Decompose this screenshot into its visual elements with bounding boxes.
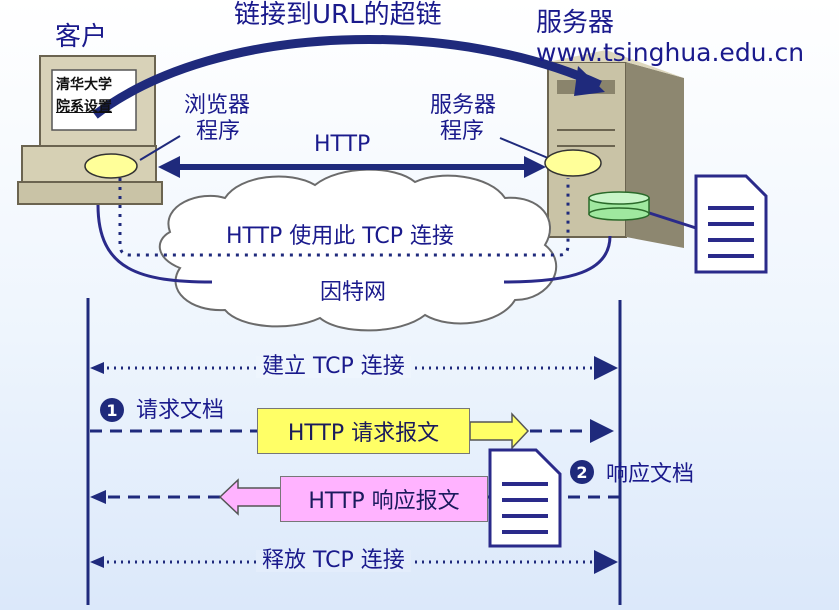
database-icon xyxy=(588,191,650,221)
browser-program-node xyxy=(84,153,138,179)
server-label: 服务器 xyxy=(536,8,615,38)
server-url: www.tsinghua.edu.cn xyxy=(536,38,805,67)
browser-label-line2: 程序 xyxy=(196,119,241,144)
internet-cloud xyxy=(158,168,558,332)
diagram-title: 链接到URL的超链 xyxy=(234,0,442,30)
client-network-line xyxy=(96,204,213,284)
step1-label: 请求文档 xyxy=(136,398,225,423)
server-network-line xyxy=(503,235,612,284)
screen-text-line1: 清华大学 xyxy=(56,77,112,93)
browser-label-line1: 浏览器 xyxy=(184,93,251,118)
server-program-label-line1: 服务器 xyxy=(430,93,497,118)
response-document-icon xyxy=(488,448,562,548)
request-block-arrow xyxy=(469,412,530,450)
server-program-callout-line xyxy=(499,137,549,159)
response-block-arrow xyxy=(218,478,283,516)
release-tcp-label: 释放 TCP 连接 xyxy=(256,550,411,572)
http-label: HTTP xyxy=(314,132,371,157)
browser-callout-line xyxy=(139,135,181,161)
hyperlink-arrow xyxy=(92,34,602,119)
tcp-connection-path xyxy=(118,178,570,257)
client-label: 客户 xyxy=(55,22,108,52)
internet-label: 因特网 xyxy=(320,280,387,305)
response-message-box: HTTP 响应报文 xyxy=(280,476,488,522)
screen-text-line2: 院系设置 xyxy=(56,99,112,115)
server-program-node xyxy=(544,149,602,177)
step2-label: 响应文档 xyxy=(606,462,695,487)
tcp-note: HTTP 使用此 TCP 连接 xyxy=(226,224,455,249)
establish-tcp-label: 建立 TCP 连接 xyxy=(256,356,411,378)
step1-badge: 1 xyxy=(100,398,124,422)
step2-badge: 2 xyxy=(570,460,594,484)
document-icon xyxy=(694,174,768,274)
server-program-label-line2: 程序 xyxy=(440,119,485,144)
request-message-box: HTTP 请求报文 xyxy=(257,408,470,454)
